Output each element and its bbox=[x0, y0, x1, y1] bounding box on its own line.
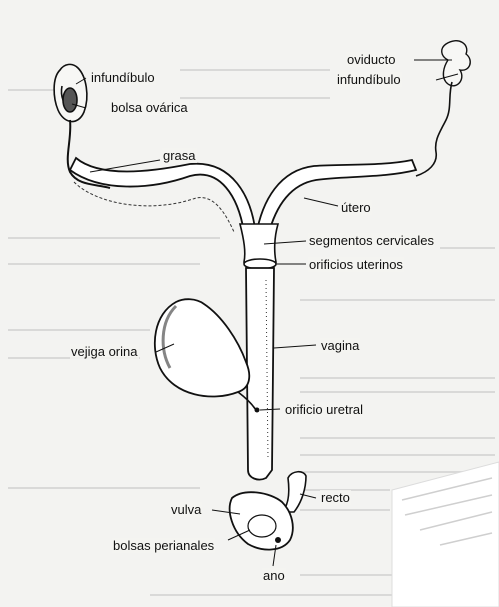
right-oviduct bbox=[416, 82, 452, 176]
label-infundibulo-right: infundíbulo bbox=[336, 72, 402, 87]
label-ano: ano bbox=[262, 568, 286, 583]
right-uterine-horn bbox=[256, 160, 416, 236]
label-vagina: vagina bbox=[320, 338, 360, 353]
fat-left bbox=[74, 182, 234, 232]
vulva-region bbox=[230, 492, 293, 549]
label-orificio-uretral: orificio uretral bbox=[284, 402, 364, 417]
left-ovary bbox=[54, 64, 87, 121]
right-infundibulum bbox=[442, 41, 471, 86]
label-segmentos-cervicales: segmentos cervicales bbox=[308, 233, 435, 248]
label-bolsas-perianales: bolsas perianales bbox=[112, 538, 215, 553]
vagina-tube bbox=[246, 268, 274, 480]
anus bbox=[275, 537, 281, 543]
label-orificios-uterinos: orificios uterinos bbox=[308, 257, 404, 272]
label-recto: recto bbox=[320, 490, 351, 505]
label-utero: útero bbox=[340, 200, 372, 215]
label-oviducto: oviducto bbox=[346, 52, 396, 67]
label-vulva: vulva bbox=[170, 502, 202, 517]
label-vejiga-orina: vejiga orina bbox=[70, 344, 139, 359]
label-grasa: grasa bbox=[162, 148, 197, 163]
left-uterine-horn bbox=[70, 158, 256, 236]
label-bolsa-ovarica: bolsa ovárica bbox=[110, 100, 189, 115]
label-infundibulo-left: infundíbulo bbox=[90, 70, 156, 85]
urethral-orifice bbox=[255, 408, 260, 413]
